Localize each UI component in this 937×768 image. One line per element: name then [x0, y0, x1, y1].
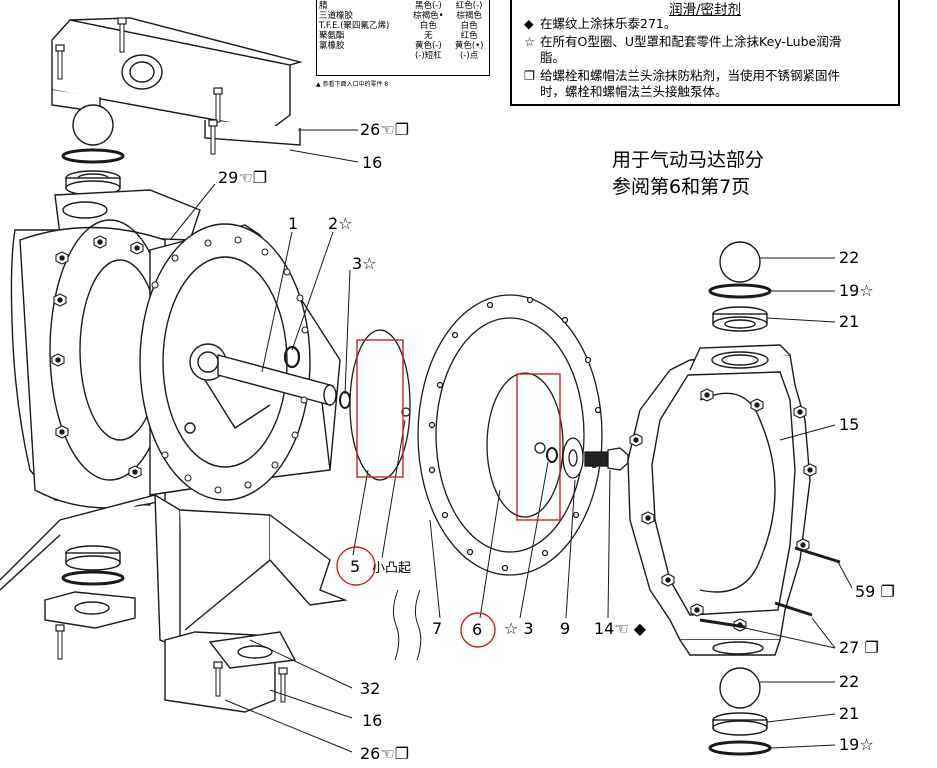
callout-14: 14☜ ◆ [594, 619, 647, 638]
lube-line-4: ❐给螺栓和螺帽法兰头涂抹防粘剂，当使用不锈钢紧固件 [524, 68, 841, 83]
callout-7: 7 [432, 619, 442, 638]
callout-5: 5 [350, 557, 360, 576]
top-manifold [51, 17, 303, 155]
callout-3-mid: ☆ 3 [504, 619, 534, 638]
callout-6: 6 [472, 620, 482, 639]
material-table-cell: 氯橡胶 [319, 41, 345, 51]
diaphragm-5 [349, 329, 411, 481]
callout-9: 9 [560, 619, 570, 638]
callout-2: 2☆ [328, 214, 353, 233]
callout-32: 32 [360, 679, 380, 698]
right-ball-stacks [708, 241, 772, 756]
material-table-cell: 无 [424, 31, 433, 41]
material-table-cell: 黄色(•) [454, 41, 484, 51]
callout-21-bottom: 21 [839, 704, 859, 723]
air-motor-note-line-1: 用于气动马达部分 [612, 149, 765, 171]
callout-5-label: 小凸起 [372, 561, 411, 576]
material-table-cell: 白色 [460, 21, 478, 31]
top-left-ball-stack [61, 104, 125, 196]
material-table-row: (-)短杠 (-)点 [317, 51, 489, 61]
material-table-row: 三道橡胶 棕褐色• 棕褐色 [317, 11, 489, 21]
left-pump-body [10, 189, 201, 509]
lube-line-5: 时，螺栓和螺帽法兰头接触泵体。 [540, 84, 728, 99]
lube-line-1: ◆在螺纹上涂抹乐泰271。 [524, 16, 677, 31]
callout-29: 29☜❐ [218, 168, 267, 187]
material-table-cell [317, 51, 407, 61]
callout-22-top: 22 [839, 248, 859, 267]
callout-labels: 26☜❐ 16 29☜❐ 1 2☆ 3☆ 22 19☆ 21 15 59 ❐ 2… [218, 120, 895, 763]
callout-21-top: 21 [839, 312, 859, 331]
lubrication-box: 润滑/密封剂 ◆在螺纹上涂抹乐泰271。 ☆在所有O型圈、U型罩和配套零件上涂抹… [510, 0, 900, 106]
highlight-box-diaphragm-6 [516, 373, 561, 521]
material-table-cell: 聚氨酯 [319, 31, 345, 41]
callout-26-top: 26☜❐ [360, 120, 409, 139]
fluid-cover-15 [627, 344, 841, 656]
lube-line-2: ☆在所有O型圈、U型罩和配套零件上涂抹Key-Lube润滑 [524, 34, 842, 49]
callout-15: 15 [839, 415, 859, 434]
highlight-box-diaphragm-5 [356, 339, 404, 478]
callout-16-bottom: 16 [362, 711, 382, 730]
bottom-left-stack [44, 545, 297, 713]
material-table-row: 腈 黑色(-) 红色(-) [317, 1, 489, 11]
material-table-cell: T.F.E.(聚四氟乙烯) [319, 21, 390, 31]
material-table-cell: (-)短杠 [414, 51, 442, 61]
air-motor-note-line-2: 参阅第6和第7页 [612, 176, 751, 198]
material-table-cell: 棕褐色• [413, 11, 444, 21]
material-table-row: 聚氨酯 无 红色 [317, 31, 489, 41]
callout-26-bottom: 26☜❐ [360, 744, 409, 763]
highlights [336, 339, 561, 648]
callout-19-top: 19☆ [839, 281, 874, 300]
material-table-cell: 红色 [460, 31, 478, 41]
material-table-cell: 三道橡胶 [319, 11, 354, 21]
callout-1: 1 [288, 214, 298, 233]
material-table-cell: 黑色(-) [414, 1, 442, 11]
callout-19-bottom: 19☆ [839, 735, 874, 754]
callout-59: 59 ❐ [855, 582, 895, 601]
material-table-cell: 白色 [419, 21, 437, 31]
material-table-cell: 棕褐色 [456, 11, 482, 21]
material-table-row: 氯橡胶 黄色(-) 黄色(•) [317, 41, 489, 51]
material-table-cell: (-)点 [460, 51, 479, 61]
plate-holes [151, 236, 309, 494]
material-table-cell: 腈 [319, 1, 328, 11]
callout-27: 27 ❐ [839, 638, 879, 657]
highlight-circle-6 [460, 612, 496, 648]
material-table-cell: 黄色(-) [414, 41, 442, 51]
lube-line-3: 脂。 [540, 50, 566, 65]
stand [0, 493, 348, 650]
air-motor-note: 用于气动马达部分 参阅第6和第7页 [612, 147, 764, 201]
lubrication-title: 润滑/密封剂 [668, 2, 742, 18]
material-table-row: T.F.E.(聚四氟乙烯) 白色 白色 [317, 21, 489, 31]
callout-3-top: 3☆ [352, 254, 377, 273]
leader-lines [169, 129, 853, 753]
callout-22-bottom: 22 [839, 672, 859, 691]
diaphragm-6-assembly [486, 372, 629, 518]
center-section [139, 223, 351, 501]
callout-16-top: 16 [362, 153, 382, 172]
material-table-note: ▲ 参看下面入口中的零件 8 [316, 81, 389, 88]
material-table-cell: 红色(-) [455, 1, 483, 11]
highlight-circle-5 [336, 546, 376, 586]
